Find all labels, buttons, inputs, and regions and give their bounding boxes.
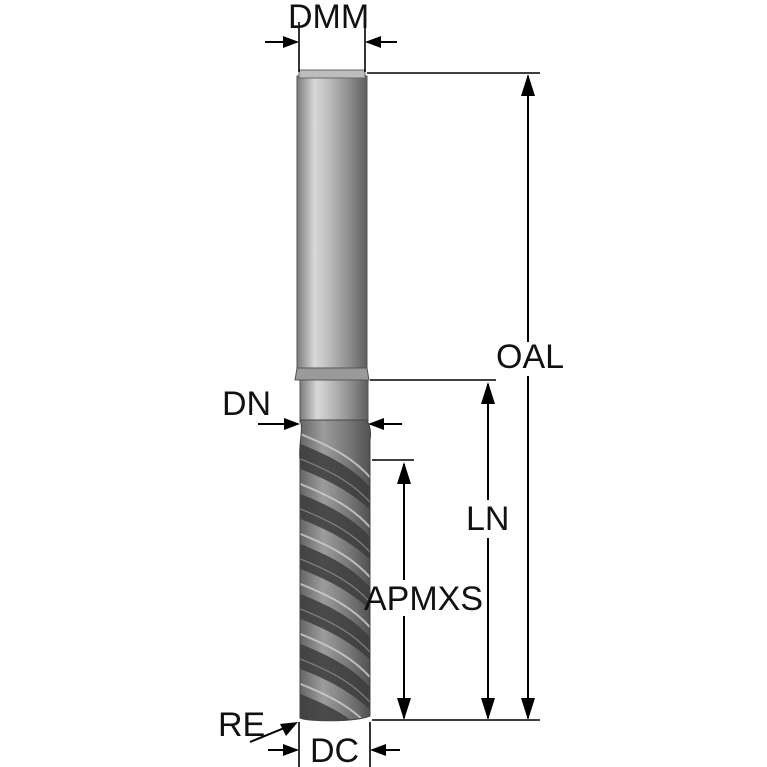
apmxs-label: APMXS (364, 580, 483, 618)
shank-transition (294, 367, 370, 381)
ln-label: LN (466, 500, 509, 538)
dn-dimension: DN (222, 385, 402, 430)
re-dimension: RE (218, 706, 298, 744)
oal-label: OAL (496, 338, 564, 376)
ln-dimension: LN (370, 379, 509, 720)
apmxs-dimension: APMXS (364, 459, 483, 720)
dc-label: DC (310, 732, 359, 767)
dc-dimension: DC (268, 722, 400, 767)
end-mill-tool (294, 69, 371, 722)
shank (296, 75, 368, 375)
neck (299, 379, 369, 423)
oal-dimension: OAL (367, 72, 564, 721)
re-label: RE (218, 706, 265, 744)
shank-chamfer (298, 69, 366, 79)
dmm-dimension: DMM (265, 0, 397, 72)
dmm-label: DMM (288, 0, 369, 36)
flutes (299, 420, 371, 721)
dn-label: DN (222, 385, 271, 423)
